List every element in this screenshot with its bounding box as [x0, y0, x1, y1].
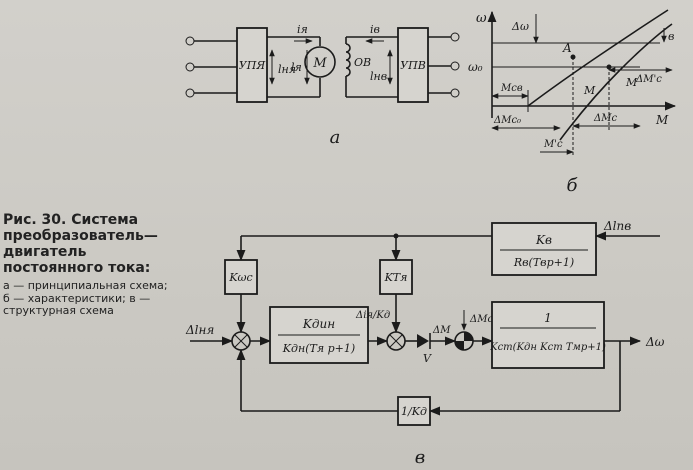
field-winding-label: ОВ	[354, 56, 371, 69]
terminal-5	[450, 61, 460, 71]
field-voltage-label: lнв	[370, 70, 387, 83]
label-a: а	[330, 127, 341, 148]
terminal-6	[450, 88, 460, 98]
field-current-label: iв	[370, 23, 380, 36]
block-diagram-v: Δlня Kдин Kдн(Tя p+1) Δiя/Kд V ΔM	[185, 219, 665, 468]
field-coil	[345, 43, 351, 77]
k-omega-label: Kωс	[228, 271, 252, 284]
omega-axis-label: ω	[476, 11, 487, 26]
terminal-4	[450, 32, 460, 42]
b-label: в	[668, 30, 674, 43]
dmc0-label: ΔMс₀	[469, 314, 497, 325]
input-field-label: Δlпв	[603, 219, 631, 233]
armature-emf-label: lя	[291, 61, 302, 74]
label-b: б	[567, 175, 579, 196]
summer-1	[231, 331, 251, 351]
terminal-2	[185, 62, 195, 72]
upv-label: УПВ	[400, 59, 426, 72]
diode-v: V	[417, 333, 432, 365]
dm-c-label: ΔMс	[593, 113, 617, 124]
m-axis-label: M	[655, 113, 669, 127]
armature-current-label: iя	[297, 23, 308, 36]
kdin-den: Kдн(Tя p+1)	[282, 342, 355, 355]
delta-omega-label: Δω	[511, 20, 529, 33]
point-m2-label: M	[625, 76, 638, 89]
summer-2	[386, 331, 406, 351]
v-mark-label: V	[423, 352, 432, 365]
curve-1	[527, 9, 669, 107]
motor-label: М	[312, 56, 327, 71]
figure-caption: Рис. 30. Система преобразователь—двигате…	[3, 212, 175, 318]
kv-block	[491, 222, 597, 276]
k-omega-block	[224, 259, 258, 295]
m-c-prime-label: M'с	[543, 139, 563, 150]
summer-3	[454, 331, 474, 351]
plant-den: Kст(Kдн Kст Tмр+1)	[489, 342, 606, 353]
kt-label: KTя	[384, 271, 408, 284]
point-m1-label: M	[583, 84, 596, 97]
upv-box	[397, 27, 429, 103]
caption-body: а — принципиальная схема; б — характерис…	[3, 279, 168, 317]
dm-label: ΔM	[432, 325, 451, 336]
kdin-num: Kдин	[302, 317, 335, 331]
omega0-label: ω₀	[468, 60, 483, 74]
point-a-label: A	[562, 41, 572, 55]
kt-block	[379, 259, 413, 295]
kv-den: Rв(Tвр+1)	[513, 256, 574, 269]
label-v: в	[415, 447, 425, 468]
plant-num: 1	[544, 311, 552, 325]
dm-c0-label: ΔMс₀	[493, 115, 521, 126]
caption-title: Рис. 30. Система преобразователь—двигате…	[3, 212, 158, 276]
kv-num: Kв	[535, 233, 552, 247]
feedback-label: 1/Kд	[401, 405, 427, 418]
feedback-block	[397, 396, 431, 426]
upya-label: УПЯ	[239, 59, 267, 72]
terminal-1	[185, 36, 195, 46]
schematic-a: УПЯ iя lня lя М ОВ iв lнв УПВ	[185, 23, 460, 148]
plant-block	[491, 301, 605, 369]
armature-voltage-label: lня	[278, 63, 296, 76]
upya-box	[236, 27, 268, 103]
motor-circle	[304, 46, 336, 78]
characteristics-b: ω M ω₀ Δω A M M Mсв ΔMс₀ ΔMс M'с	[468, 9, 677, 196]
mid-signal-label: Δiя/Kд	[355, 310, 390, 321]
terminal-3	[185, 88, 195, 98]
dm-c-prime-label: ΔM'с	[635, 74, 662, 85]
output-label: Δω	[645, 335, 665, 349]
m-cb-label: Mсв	[500, 83, 523, 94]
input-u-label: Δlня	[185, 323, 214, 337]
